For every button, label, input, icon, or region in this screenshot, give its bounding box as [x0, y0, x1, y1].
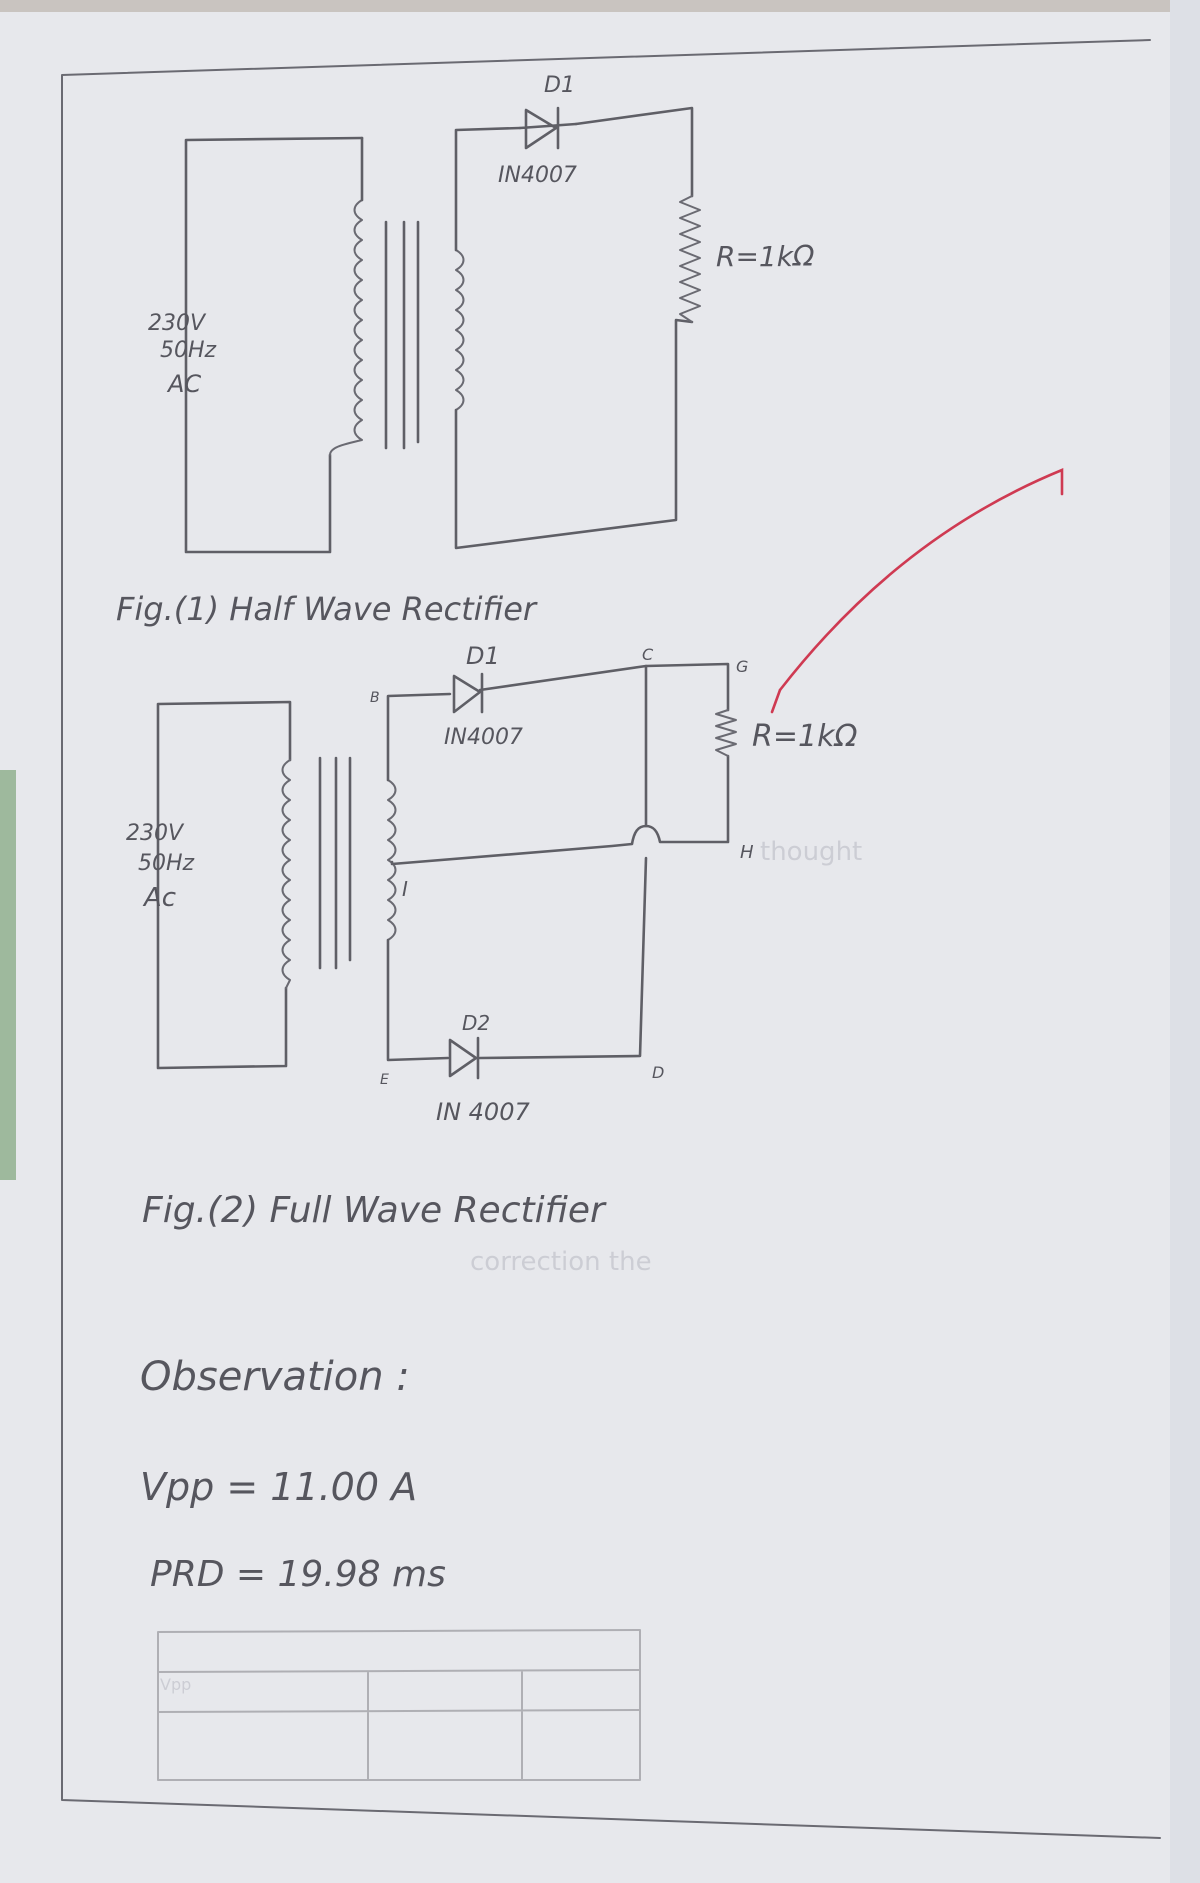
fig2-caption: Fig.(2) Full Wave Rectifier: [142, 1190, 607, 1231]
fig2-diode2-name: D2: [462, 1011, 490, 1035]
svg-text:Vpp: Vpp: [160, 1675, 191, 1694]
fig1-transformer-core: [384, 220, 420, 450]
fig1-secondary-wire: [454, 106, 694, 550]
fig1-diode-part: IN4007: [498, 163, 577, 188]
fig2-source-type: Ac: [142, 883, 176, 913]
fig1-diode-name: D1: [544, 73, 575, 98]
fig2-node-e: E: [380, 1072, 389, 1088]
fig1-source-wire: [184, 136, 364, 554]
fig2-node-g: G: [736, 657, 748, 676]
fig2-diode2-symbol: [448, 1036, 480, 1080]
observation-heading: Observation :: [140, 1354, 410, 1400]
fig1-source-voltage: 230V: [148, 311, 207, 336]
fig1-half-wave-diagram: 230V 50Hz AC D1 IN4007 R=1kΩ Fig.(1) Hal…: [116, 73, 815, 628]
observation-section: Observation : Vpp = 11.00 A PRD = 19.98 …: [140, 1354, 446, 1595]
page-curl-shadow: [1170, 0, 1200, 1883]
fig2-node-d: D: [652, 1063, 664, 1082]
fig2-source-voltage: 230V: [126, 821, 185, 846]
fig1-source-type: AC: [166, 370, 201, 398]
fig2-resistor-symbol: [715, 709, 737, 757]
fig1-resistor-label: R=1kΩ: [716, 240, 815, 273]
fig1-primary-coil: [329, 199, 363, 456]
fig2-diode1-symbol: [452, 672, 484, 714]
fig2-resistor-label: R=1kΩ: [752, 719, 857, 754]
fig2-diode1-part: IN4007: [444, 725, 523, 750]
red-check-mark: [778, 468, 1064, 692]
fig2-source-wire: [156, 700, 292, 1070]
fig2-transformer-core: [318, 756, 352, 970]
page-margin-frame: [61, 39, 1161, 1839]
fig2-secondary-coil: [387, 779, 397, 941]
observation-vpp: Vpp = 11.00 A: [140, 1465, 417, 1509]
red-check-tick: [770, 688, 782, 714]
top-edge: [0, 0, 1200, 12]
left-tab-strip: [0, 770, 16, 1180]
fig2-full-wave-diagram: 230V 50Hz Ac D1 IN4007 D2 IN 4007 R=1kΩ …: [126, 642, 857, 1231]
show-through-table: [157, 1629, 641, 1781]
show-through-text: thought correction the Vpp: [160, 837, 862, 1694]
svg-text:correction the: correction the: [470, 1247, 652, 1277]
fig2-lower-wires: [386, 664, 648, 1062]
fig2-node-c: C: [642, 645, 654, 664]
fig2-node-h: H: [740, 842, 754, 863]
fig1-resistor-symbol: [679, 195, 701, 323]
fig1-source-freq: 50Hz: [160, 338, 217, 363]
svg-text:thought: thought: [760, 837, 862, 867]
fig2-node-i: I: [402, 877, 408, 901]
observation-prd: PRD = 19.98 ms: [150, 1554, 446, 1595]
fig2-diode2-part: IN 4007: [436, 1098, 530, 1126]
fig2-diode1-name: D1: [466, 642, 500, 670]
fig1-caption: Fig.(1) Half Wave Rectifier: [116, 590, 538, 628]
fig2-source-freq: 50Hz: [138, 851, 195, 876]
fig1-diode-symbol: [518, 106, 578, 150]
fig1-secondary-coil: [455, 249, 465, 411]
fig2-node-b: B: [370, 690, 380, 706]
fig2-primary-coil: [281, 759, 291, 989]
